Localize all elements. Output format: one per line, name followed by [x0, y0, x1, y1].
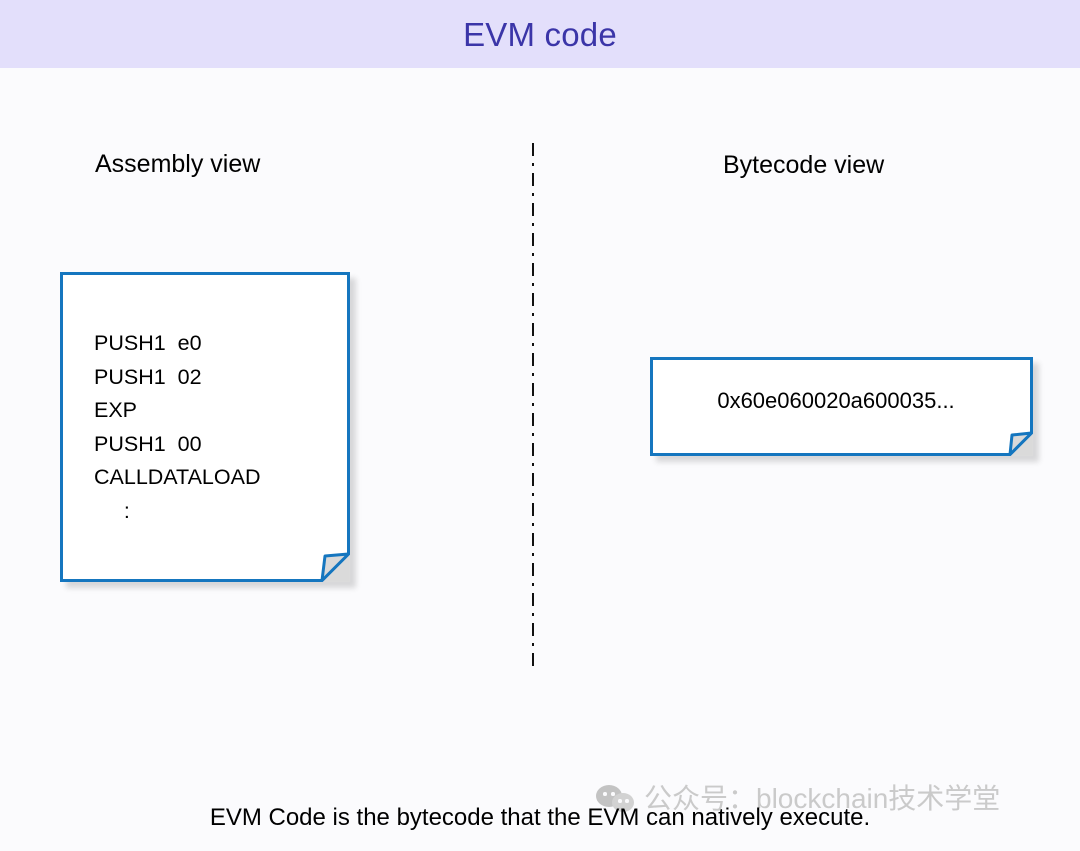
assembly-view-heading: Assembly view — [95, 150, 261, 178]
wechat-icon — [596, 784, 638, 814]
watermark-text: 公众号：blockchain技术学堂 — [644, 783, 1001, 814]
bytecode-box-body — [650, 357, 1033, 456]
slide-caption: EVM Code is the bytecode that the EVM ca… — [209, 804, 871, 831]
assembly-box-body — [60, 272, 350, 582]
folded-corner-shape-icon — [650, 357, 1033, 456]
assembly-code-box: PUSH1 e0 PUSH1 02 EXP PUSH1 00 CALLDATAL… — [60, 272, 356, 588]
column-divider — [532, 143, 534, 670]
bytecode-value-text: 0x60e060020a600035... — [717, 388, 955, 413]
page-title: EVM code — [463, 15, 617, 53]
bytecode-view-heading: Bytecode view — [723, 151, 885, 179]
bytecode-box: 0x60e060020a600035... — [650, 357, 1039, 462]
watermark: 公众号：blockchain技术学堂 — [596, 784, 1000, 814]
folded-corner-shape-icon — [60, 272, 350, 582]
slide-header: EVM code — [0, 0, 1080, 68]
assembly-code-text: PUSH1 e0 PUSH1 02 EXP PUSH1 00 CALLDATAL… — [94, 331, 261, 523]
